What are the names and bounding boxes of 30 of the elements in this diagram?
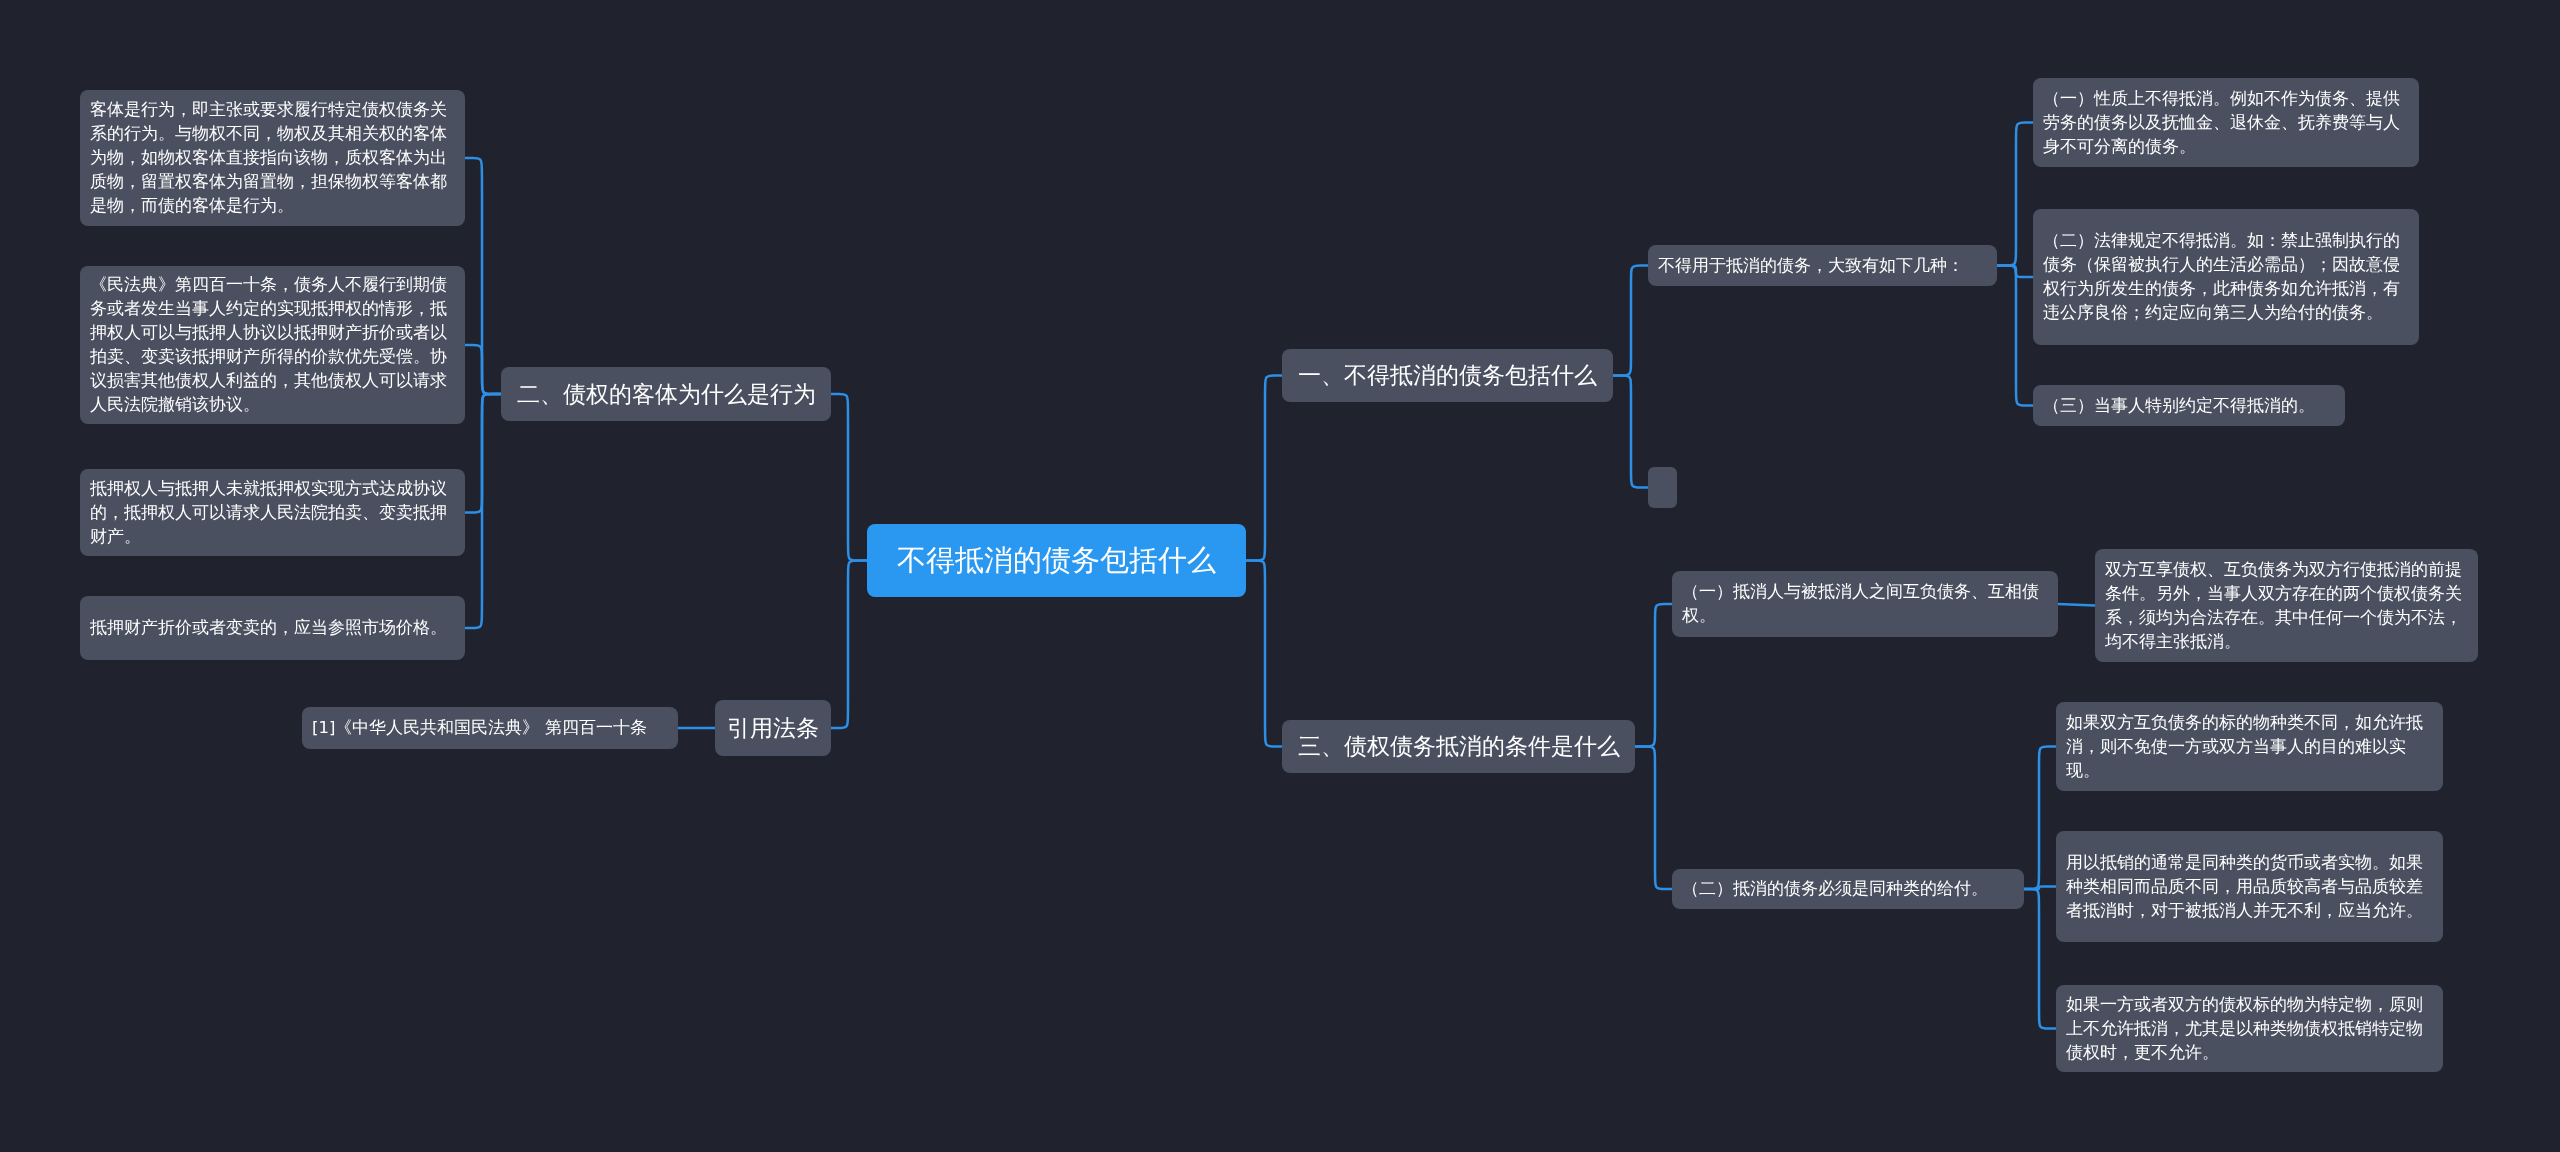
branch-box: 三、债权债务抵消的条件是什么 <box>1282 720 1635 773</box>
note-box: 如果一方或者双方的债权标的物为特定物，原则上不允许抵消，尤其是以种类物债权抵销特定物债权时，更不允许。 <box>2056 985 2443 1072</box>
topic-box: 不得抵消的债务包括什么 <box>867 524 1246 597</box>
note-box: 抵押财产折价或者变卖的，应当参照市场价格。 <box>80 596 465 660</box>
connector-line <box>1611 374 1650 489</box>
note-box: 如果双方互负债务的标的物种类不同，如允许抵消，则不免使一方或双方当事人的目的难以实现。 <box>2056 702 2443 791</box>
note-box: 《民法典》第四百一十条，债务人不履行到期债务或者发生当事人约定的实现抵押权的情形，抵押权人可以与抵押人协议以抵押财产折价或者以拍卖、变卖该抵押财产所得的价款优先受偿。协议损害其他债权人利益的，其他债权人可以请求人民法院撤销该协议。 <box>80 266 465 424</box>
empty-box <box>1648 467 1677 508</box>
note-box: 客体是行为，即主张或要求履行特定债权债务关系的行为。与物权不同，物权及其相关权的客体为物，如物权客体直接指向该物，质权客体为出质物，留置权客体为留置物，担保物权等客体都是物，而债的客体是行为。 <box>80 90 465 226</box>
note-box: （三）当事人特别约定不得抵消的。 <box>2033 385 2345 426</box>
note-box: （二）抵消的债务必须是同种类的给付。 <box>1672 869 2024 909</box>
note-box: 用以抵销的通常是同种类的货币或者实物。如果种类相同而品质不同，用品质较高者与品质较差者抵消时，对于被抵消人并无不利，应当允许。 <box>2056 831 2443 942</box>
branch-box: 二、债权的客体为什么是行为 <box>501 367 831 421</box>
note-box: （一）性质上不得抵消。例如不作为债务、提供劳务的债务以及抚恤金、退休金、抚养费等与人身不可分离的债务。 <box>2033 78 2419 167</box>
note-box: 不得用于抵消的债务，大致有如下几种： <box>1648 245 1997 286</box>
connector-line <box>1244 559 1284 748</box>
note-box: [1]《中华人民共和国民法典》 第四百一十条 <box>302 707 678 749</box>
connector-line <box>829 559 869 730</box>
connector-line <box>1995 264 2035 407</box>
connector-line <box>2057 602 2096 607</box>
note-box: 双方互享债权、互负债务为双方行使抵消的前提条件。另外，当事人双方存在的两个债权债务关系，须均为合法存在。其中任何一个债为不法，均不得主张抵消。 <box>2095 549 2478 662</box>
branch-box: 引用法条 <box>715 700 831 756</box>
note-box: （一）抵消人与被抵消人之间互负债务、互相债权。 <box>1672 571 2058 637</box>
branch-box: 一、不得抵消的债务包括什么 <box>1282 349 1613 402</box>
connector-line <box>1633 745 1674 891</box>
connector-line <box>463 392 503 630</box>
note-box: 抵押权人与抵押人未就抵押权实现方式达成协议的，抵押权人可以请求人民法院拍卖、变卖抵押财产。 <box>80 469 465 556</box>
note-box: （二）法律规定不得抵消。如：禁止强制执行的债务（保留被执行人的生活必需品）；因故意侵权行为所发生的债务，此种债务如允许抵消，有违公序良俗；约定应向第三人为给付的债务。 <box>2033 209 2419 345</box>
connector-line <box>678 726 715 730</box>
connector-line <box>2022 887 2058 1030</box>
